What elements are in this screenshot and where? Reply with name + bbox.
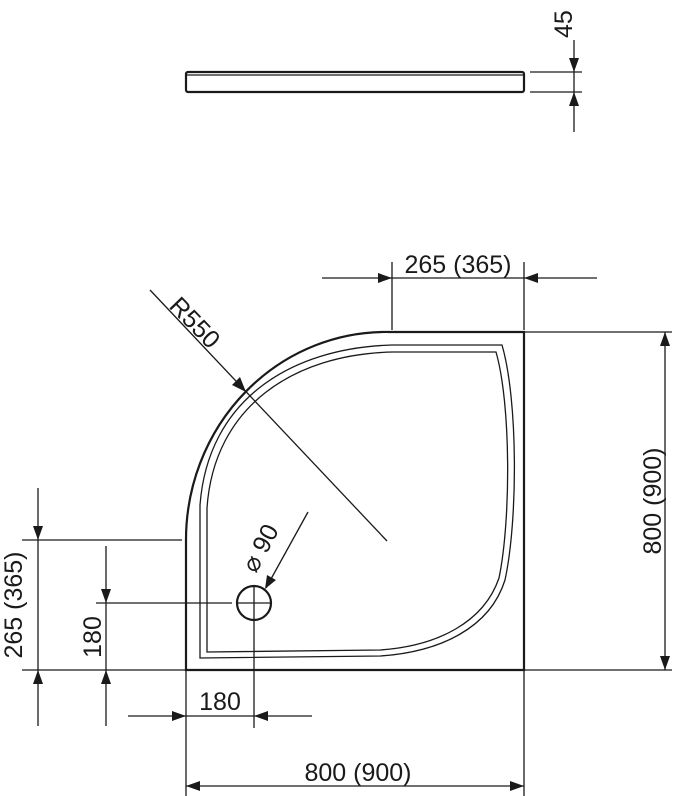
drain-y-arrow-top — [101, 589, 111, 603]
drain-x-dimension: 180 — [128, 620, 312, 728]
radius-arrow — [232, 377, 246, 392]
basin-rim-inner — [206, 351, 509, 653]
drain-x-arrow-left — [172, 711, 186, 721]
tray-plan-view — [184, 330, 526, 672]
tray-profile-outline — [184, 70, 526, 94]
drain-y-dimension: 180 — [79, 546, 232, 726]
thickness-arrow-bottom — [569, 92, 579, 106]
right-width-dimension: 800 (900) — [524, 331, 672, 671]
drain-y-label: 180 — [79, 616, 107, 658]
drain-x-label: 180 — [199, 688, 241, 716]
top-offset-arrow-right — [524, 273, 538, 283]
drain-diameter-leader — [265, 511, 309, 589]
drain-diameter-label: 90 — [247, 520, 285, 558]
bottom-width-dimension: 800 (900) — [185, 670, 525, 796]
bottom-arrow-right — [510, 781, 524, 791]
right-width-label: 800 (900) — [639, 447, 667, 554]
drain-y-arrow-bottom — [101, 670, 111, 684]
radius-label: R550 — [164, 292, 226, 354]
thickness-arrow-top — [569, 58, 579, 72]
drain-x-arrow-right — [254, 711, 268, 721]
right-arrow-bottom — [660, 656, 670, 670]
bottom-arrow-left — [186, 781, 200, 791]
tray-side-profile: 45 — [184, 10, 582, 132]
radius-leader-line — [149, 289, 388, 542]
left-offset-arrow-top — [33, 526, 43, 540]
top-offset-label: 265 (365) — [404, 251, 511, 279]
left-offset-label: 265 (365) — [0, 551, 28, 658]
drain-diameter-arrow — [265, 575, 276, 589]
top-corner-offset-dimension: 265 (365) — [322, 251, 597, 330]
bottom-width-label: 800 (900) — [304, 759, 411, 787]
drain: ⌀ 90 — [235, 511, 309, 622]
thickness-label: 45 — [550, 10, 578, 38]
basin-rim-outer — [199, 344, 516, 659]
radius-callout: R550 — [149, 289, 388, 542]
diameter-symbol: ⌀ — [237, 550, 269, 576]
tray-outer-outline — [184, 330, 526, 672]
left-corner-offset-dimension: 265 (365) — [0, 488, 186, 726]
left-offset-arrow-bottom — [33, 670, 43, 684]
right-arrow-top — [660, 332, 670, 346]
top-offset-arrow-left — [378, 273, 392, 283]
